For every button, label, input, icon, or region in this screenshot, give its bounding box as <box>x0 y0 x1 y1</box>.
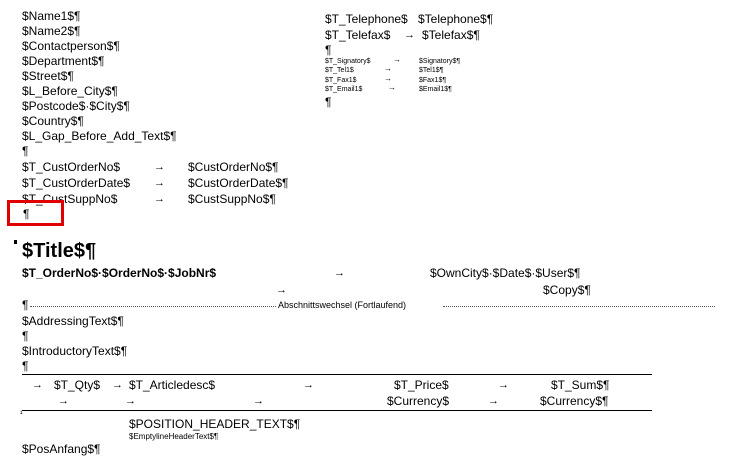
email1-value: $Email1$¶ <box>419 86 452 93</box>
address-line-department: $Department$¶ <box>22 54 105 68</box>
address-line-name2: $Name2$¶ <box>22 24 81 38</box>
fax1-label: $T_Fax1$ <box>325 77 357 84</box>
document-title: $Title$¶ <box>22 240 97 262</box>
empty-paragraph: ¶ <box>22 359 29 373</box>
contact-empty-paragraph: ¶ <box>325 43 332 57</box>
contact-end-paragraph: ¶ <box>325 95 332 109</box>
telephone-label: $T_Telephone$ <box>325 12 408 26</box>
cursor-paragraph[interactable]: ¶ <box>23 207 30 221</box>
address-line-postcode-city: $Postcode$·$City$¶ <box>22 99 130 113</box>
address-line-contactperson: $Contactperson$¶ <box>22 39 120 53</box>
telephone-value: $Telephone$¶ <box>418 12 494 26</box>
tab-arrow-icon: → <box>488 395 499 407</box>
tab-arrow-icon: → <box>32 379 43 391</box>
qty-header: $T_Qty$ <box>54 378 101 392</box>
articledesc-header: $T_Articledesc$ <box>129 378 216 392</box>
addressing-text: $AddressingText$¶ <box>22 314 124 328</box>
empty-paragraph: ¶ <box>22 329 29 343</box>
price-currency: $Currency$ <box>387 394 450 408</box>
tab-arrow-icon: → <box>388 83 396 92</box>
cust-order-date-value: $CustOrderDate$¶ <box>188 176 289 190</box>
position-header-text: $POSITION_HEADER_TEXT$¶ <box>129 417 301 431</box>
table-cell-mark: ¹ <box>20 409 23 418</box>
tab-arrow-icon: → <box>404 29 415 41</box>
section-break-dots-right <box>443 306 715 307</box>
pos-anfang-field: $PosAnfang$¶ <box>22 442 101 456</box>
cust-order-no-label: $T_CustOrderNo$ <box>22 160 121 174</box>
address-line-before-city: $L_Before_City$¶ <box>22 84 118 98</box>
address-line-gap: $L_Gap_Before_Add_Text$¶ <box>22 129 177 143</box>
cust-order-date-label: $T_CustOrderDate$ <box>22 176 131 190</box>
tel1-value: $Tel1$¶ <box>419 67 444 74</box>
tab-arrow-icon: → <box>125 395 136 407</box>
tab-arrow-icon: → <box>393 55 401 64</box>
address-line-country: $Country$¶ <box>22 114 84 128</box>
tab-arrow-icon: → <box>58 395 69 407</box>
section-break-pilcrow: ¶ <box>22 298 29 312</box>
table-bottom-border <box>22 410 652 411</box>
tab-arrow-icon: → <box>303 379 314 391</box>
tab-arrow-icon: → <box>112 379 123 391</box>
sum-header: $T_Sum$¶ <box>551 378 610 392</box>
tab-arrow-icon: → <box>498 379 509 391</box>
table-top-border <box>22 374 652 375</box>
city-date-user: $OwnCity$·$Date$·$User$¶ <box>430 266 581 280</box>
signatory-label: $T_Signatory$ <box>325 58 371 65</box>
tab-arrow-icon: → <box>154 161 165 173</box>
telefax-value: $Telefax$¶ <box>422 28 480 42</box>
tab-arrow-icon: → <box>334 267 345 279</box>
empty-paragraph: ¶ <box>22 144 29 158</box>
introductory-text: $IntroductoryText$¶ <box>22 344 128 358</box>
tel1-label: $T_Tel1$ <box>325 67 354 74</box>
tab-arrow-icon: → <box>384 74 392 83</box>
section-break-dots-left <box>30 306 276 307</box>
address-line-name1: $Name1$¶ <box>22 9 81 23</box>
cust-order-no-value: $CustOrderNo$¶ <box>188 160 279 174</box>
telefax-label: $T_Telefax$ <box>325 28 391 42</box>
anchor-marker-icon <box>14 240 17 244</box>
price-header: $T_Price$ <box>394 378 449 392</box>
signatory-value: $Signatory$¶ <box>419 58 461 65</box>
tab-arrow-icon: → <box>253 395 264 407</box>
address-line-street: $Street$¶ <box>22 69 74 83</box>
copy-field: $Copy$¶ <box>543 283 591 297</box>
sum-currency: $Currency$¶ <box>540 394 609 408</box>
tab-arrow-icon: → <box>154 193 165 205</box>
email1-label: $T_Email1$ <box>325 86 363 93</box>
cust-supp-no-value: $CustSuppNo$¶ <box>188 192 276 206</box>
tab-arrow-icon: → <box>384 64 392 73</box>
emptyline-header-text: $EmptylineHeaderText$¶ <box>129 432 219 441</box>
section-break-label: Abschnittswechsel (Fortlaufend) <box>278 300 407 310</box>
tab-arrow-icon: → <box>276 284 287 296</box>
tab-arrow-icon: → <box>154 177 165 189</box>
order-number-line: $T_OrderNo$·$OrderNo$·$JobNr$ <box>22 266 217 280</box>
highlight-box <box>7 200 64 226</box>
fax1-value: $Fax1$¶ <box>419 77 447 84</box>
